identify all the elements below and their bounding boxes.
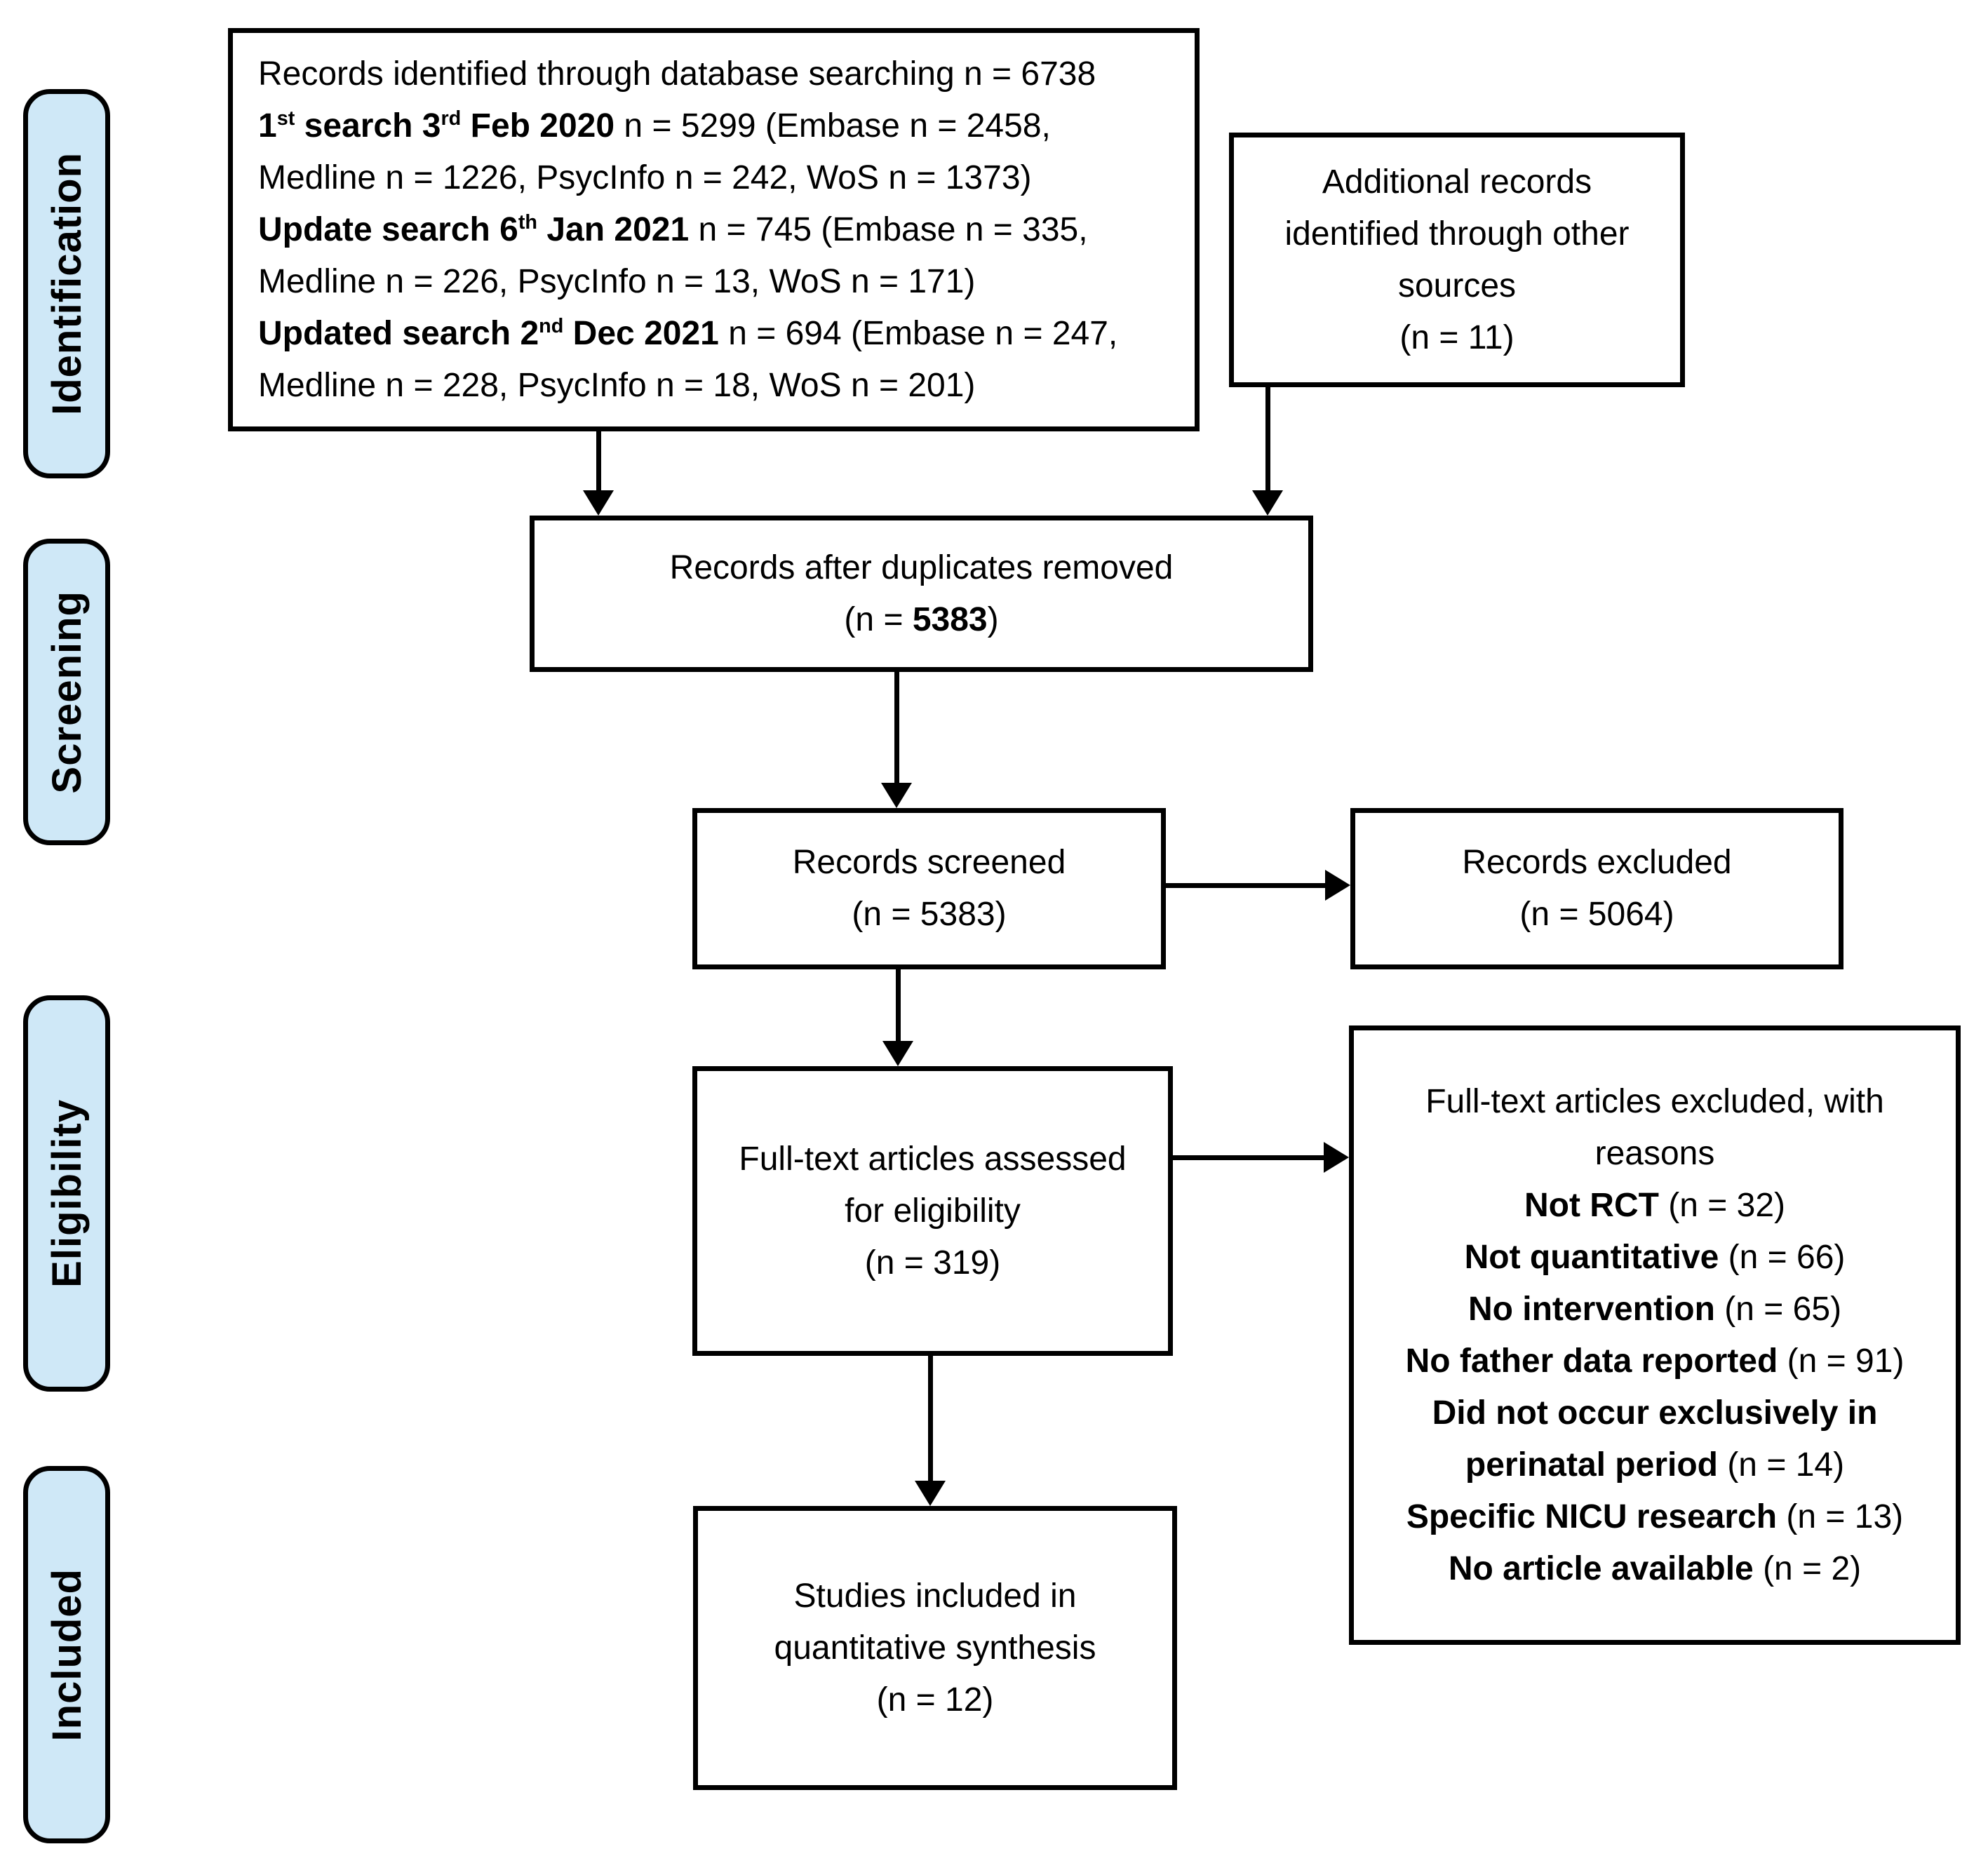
stage-eligibility-label: Eligibility: [43, 1099, 90, 1288]
box-records-after-duplicates-removed: Records after duplicates removed (n = 538…: [530, 516, 1313, 672]
arrowhead-down-icon: [881, 783, 912, 808]
stage-identification-label: Identification: [43, 152, 90, 415]
text-line: (n = 11): [1399, 318, 1514, 356]
text-line: perinatal period (n = 14): [1465, 1446, 1845, 1484]
text-line: Records screened: [792, 844, 1066, 881]
arrow-line: [896, 969, 901, 1044]
text-line: Specific NICU research (n = 13): [1406, 1498, 1904, 1535]
arrow-line: [928, 1356, 933, 1484]
arrowhead-right-icon: [1325, 870, 1350, 901]
arrowhead-down-icon: [583, 490, 614, 516]
text-line: Records excluded: [1462, 844, 1732, 881]
text-line: Records identified through database sear…: [258, 55, 1096, 93]
box-records-screened: Records screened (n = 5383): [692, 808, 1166, 969]
text-line: for eligibility: [845, 1192, 1021, 1230]
arrowhead-right-icon: [1324, 1142, 1349, 1173]
text-line: No article available (n = 2): [1448, 1549, 1862, 1587]
arrowhead-down-icon: [915, 1481, 946, 1506]
text-line: Full-text articles excluded, with: [1425, 1082, 1884, 1120]
text-line: (n = 319): [864, 1244, 1001, 1282]
text-line: (n = 5383): [852, 896, 1007, 933]
arrow-line: [894, 672, 899, 786]
text-line: reasons: [1594, 1134, 1715, 1172]
text-line: identified through other: [1284, 215, 1630, 253]
text-line: No father data reported (n = 91): [1405, 1342, 1905, 1380]
arrow-line: [1166, 883, 1328, 888]
stage-included-label: Included: [43, 1568, 90, 1742]
text-line: (n = 12): [876, 1681, 994, 1718]
stage-eligibility: Eligibility: [23, 995, 110, 1392]
text-line: quantitative synthesis: [774, 1629, 1096, 1667]
text-line: Medline n = 1226, PsycInfo n = 242, WoS …: [258, 159, 1032, 196]
arrow-line: [1265, 387, 1270, 493]
text-line: Medline n = 228, PsycInfo n = 18, WoS n …: [258, 366, 976, 404]
box-records-excluded: Records excluded (n = 5064): [1350, 808, 1843, 969]
stage-screening: Screening: [23, 539, 110, 845]
box-additional-records-other-sources: Additional records identified through oth…: [1229, 133, 1685, 387]
text-line: No intervention (n = 65): [1468, 1290, 1842, 1328]
stage-screening-label: Screening: [43, 590, 90, 794]
arrowhead-down-icon: [1252, 490, 1283, 516]
text-line: 1st search 3rd Feb 2020 n = 5299 (Embase…: [258, 107, 1051, 144]
stage-identification: Identification: [23, 89, 110, 478]
stage-included: Included: [23, 1466, 110, 1843]
text-line: (n = 5064): [1519, 896, 1674, 933]
text-line: Not quantitative (n = 66): [1464, 1238, 1846, 1276]
arrowhead-down-icon: [882, 1041, 913, 1066]
text-line: Medline n = 226, PsycInfo n = 13, WoS n …: [258, 262, 976, 300]
text-line: Updated search 2nd Dec 2021 n = 694 (Emb…: [258, 314, 1118, 352]
arrow-line: [596, 431, 601, 493]
text-line: Records after duplicates removed: [669, 549, 1174, 586]
box-records-identified-database: Records identified through database sear…: [228, 28, 1200, 431]
text-line: sources: [1397, 267, 1517, 304]
text-line: Did not occur exclusively in: [1432, 1394, 1878, 1432]
text-line: Studies included in: [793, 1577, 1077, 1615]
text-line: (n = 5383): [844, 600, 999, 638]
text-line: Additional records: [1322, 163, 1592, 201]
text-line: Update search 6th Jan 2021 n = 745 (Emba…: [258, 210, 1088, 248]
box-fulltext-excluded-reasons: Full-text articles excluded, with reasons…: [1349, 1025, 1961, 1645]
box-fulltext-assessed: Full-text articles assessed for eligibili…: [692, 1066, 1173, 1356]
text-line: Not RCT (n = 32): [1524, 1186, 1786, 1224]
arrow-line: [1173, 1155, 1327, 1160]
box-studies-included: Studies included in quantitative synthesi…: [693, 1506, 1177, 1790]
text-line: Full-text articles assessed: [739, 1140, 1127, 1178]
